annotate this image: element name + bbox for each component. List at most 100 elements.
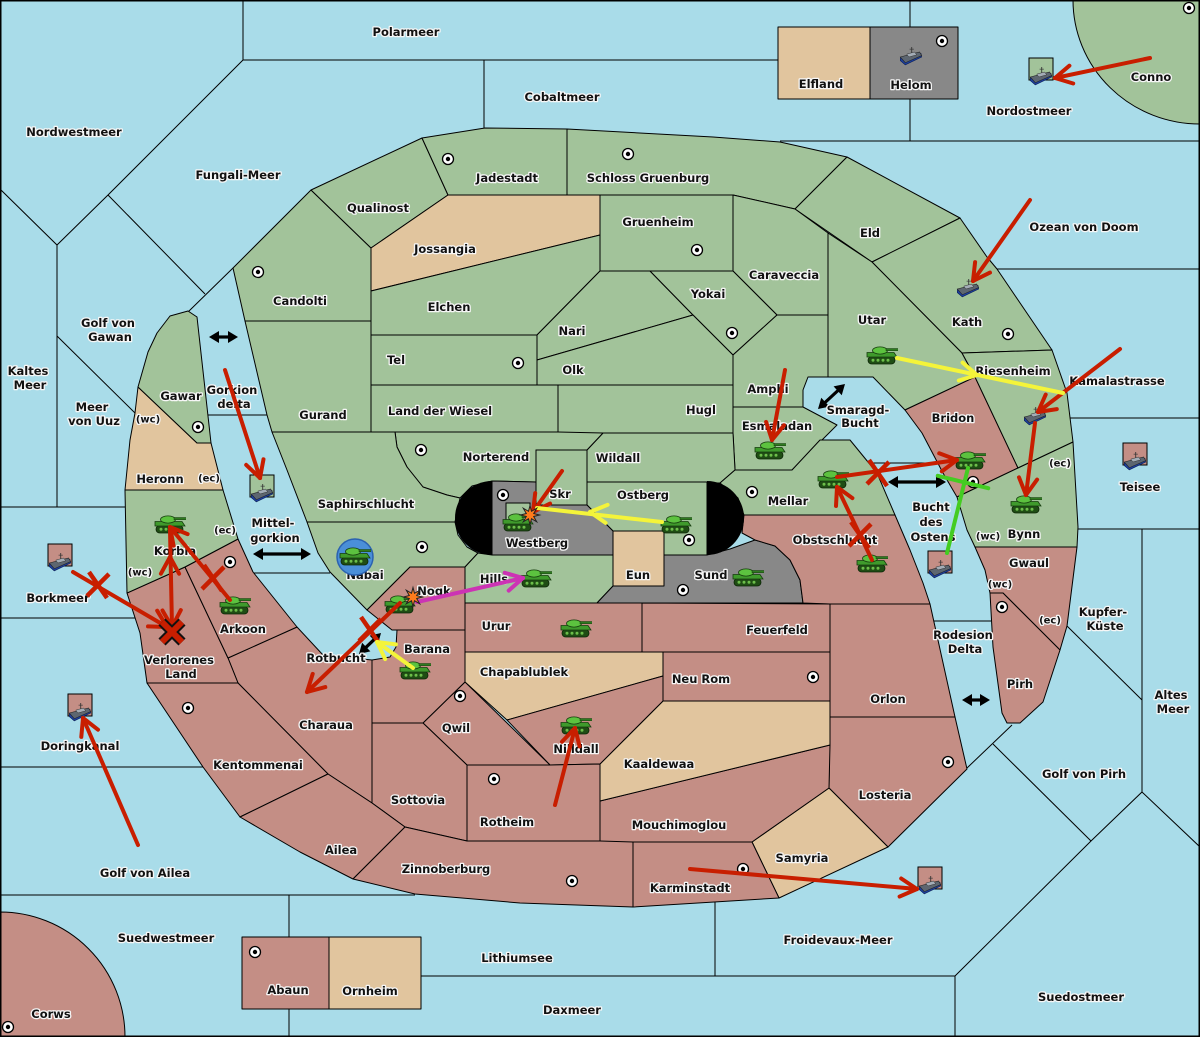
fleet-unit[interactable] (1122, 442, 1148, 471)
sea-border (187, 267, 234, 313)
label-sottovia: Sottovia (391, 793, 445, 807)
label-bridon: Bridon (932, 411, 975, 425)
territory-gawar[interactable] (137, 310, 212, 444)
territory-gruenheim[interactable] (599, 194, 734, 272)
supply-center-icon (511, 356, 525, 370)
label-line: Küste (1086, 619, 1123, 633)
coast-label: (ec) (214, 526, 236, 537)
label-line: Bucht (841, 416, 879, 430)
territory-pirh[interactable] (989, 592, 1061, 724)
label-line: Kaltes (8, 364, 49, 378)
label-kaaldewaa: Kaaldewaa (624, 757, 695, 771)
impassable-cap-east (707, 481, 744, 555)
supply-center-icon (806, 670, 820, 684)
label-wildall: Wildall (596, 451, 640, 465)
fleet-unit[interactable] (67, 693, 93, 722)
label-saphirschlucht: Saphirschlucht (318, 497, 415, 511)
label-bucht-des-ostens: Bucht des Ostens (911, 500, 956, 544)
fleet-unit[interactable] (47, 543, 73, 572)
label-kamalastrasse: Kamalastrasse (1069, 374, 1165, 388)
label-kaltes-meer: Kaltes Meer (8, 364, 53, 392)
territory-zinnoberburg[interactable] (352, 826, 634, 908)
double-arrow-icon (253, 548, 311, 560)
territory-jossangia[interactable] (370, 194, 601, 292)
move-order-arrow (79, 716, 140, 847)
label-arkoon: Arkoon (220, 622, 266, 636)
label-verlorenes-land: Verlorenes Land (144, 653, 218, 681)
move-order-arrow (834, 485, 874, 562)
label-lithiumsee: Lithiumsee (481, 951, 553, 965)
support-hold-bar (935, 473, 991, 491)
support-hold-order-arrow (935, 466, 991, 555)
label-rodesion-delta: Rodesion Delta (933, 628, 997, 656)
supply-center-icon (415, 540, 429, 554)
label-meer-von-uuz: Meer von Uuz (68, 400, 120, 428)
support-move-order-arrow (535, 502, 664, 525)
label-helom: Helom (890, 78, 931, 92)
label-rotbucht: Rotbucht (306, 651, 366, 665)
territory-corws[interactable] (0, 911, 126, 1037)
label-jossangia: Jossangia (413, 242, 476, 256)
label-fungali-meer: Fungali-Meer (195, 168, 280, 182)
territory-obstschlucht[interactable] (741, 514, 931, 605)
label-losteria: Losteria (859, 788, 912, 802)
supply-center-icon (690, 243, 704, 257)
label-line: Rodesion (933, 628, 993, 642)
label-feuerfeld: Feuerfeld (746, 623, 808, 637)
label-gawar: Gawar (160, 389, 202, 403)
label-ailea: Ailea (325, 843, 357, 857)
label-westberg: Westberg (506, 536, 568, 550)
sea-border (992, 743, 1092, 842)
label-yokai: Yokai (690, 287, 726, 301)
move-order-arrow (1017, 421, 1040, 497)
territory-saphirschlucht[interactable] (271, 431, 461, 523)
failed-order-cross (847, 520, 873, 550)
coast-label: (ec) (198, 474, 220, 485)
coast-label: (ec) (1049, 459, 1071, 470)
supply-center-icon (181, 701, 195, 715)
label-abaun: Abaun (267, 983, 308, 997)
label-pirh: Pirh (1007, 677, 1033, 691)
sea-border (107, 194, 206, 295)
label-ornheim: Ornheim (342, 984, 398, 998)
supply-center-icon (621, 147, 635, 161)
territory-rotheim[interactable] (466, 763, 601, 842)
coast-label: (ec) (1039, 616, 1061, 627)
fleet-unit[interactable] (917, 866, 943, 895)
label-daxmeer: Daxmeer (543, 1003, 601, 1017)
label-chapablublek: Chapablublek (480, 665, 569, 679)
label-doringkanal: Doringkanal (41, 739, 120, 753)
label-golf-von-ailea: Golf von Ailea (100, 866, 190, 880)
label-line: Smaragd- (827, 403, 890, 417)
markers-over-units (158, 503, 542, 646)
move-order-arrow (553, 726, 582, 807)
label-ostberg: Ostberg (617, 488, 669, 502)
label-kentommenai: Kentommenai (213, 758, 303, 772)
supply-center-icon (935, 34, 949, 48)
coast-label: (wc) (136, 415, 160, 426)
label-utar: Utar (858, 313, 887, 327)
bounce-x-icon (158, 618, 186, 646)
label-line: Mittel- (252, 516, 295, 530)
territory-elfland[interactable] (777, 26, 871, 100)
label-riesenheim: Riesenheim (975, 364, 1050, 378)
label-gurand: Gurand (299, 408, 346, 422)
label-norterend: Norterend (463, 450, 529, 464)
move-order-arrow (764, 368, 787, 442)
label-kupfer-kueste: Kupfer- Küste (1079, 605, 1131, 633)
label-mouchimoglou: Mouchimoglou (632, 818, 727, 832)
label-line: Meer (1157, 702, 1190, 716)
territory-bynn[interactable] (956, 441, 1079, 548)
label-suedostmeer: Suedostmeer (1038, 990, 1124, 1004)
supply-center-icon (745, 485, 759, 499)
label-schloss-gruenburg: Schloss Gruenburg (587, 171, 709, 185)
label-line: Delta (948, 642, 983, 656)
label-line: des (920, 515, 943, 529)
label-orlon: Orlon (870, 692, 905, 706)
fleet-unit[interactable] (1028, 57, 1054, 86)
fleet-unit[interactable] (927, 550, 953, 579)
territory-ornheim[interactable] (328, 936, 422, 1010)
label-line: Kupfer- (1079, 605, 1128, 619)
